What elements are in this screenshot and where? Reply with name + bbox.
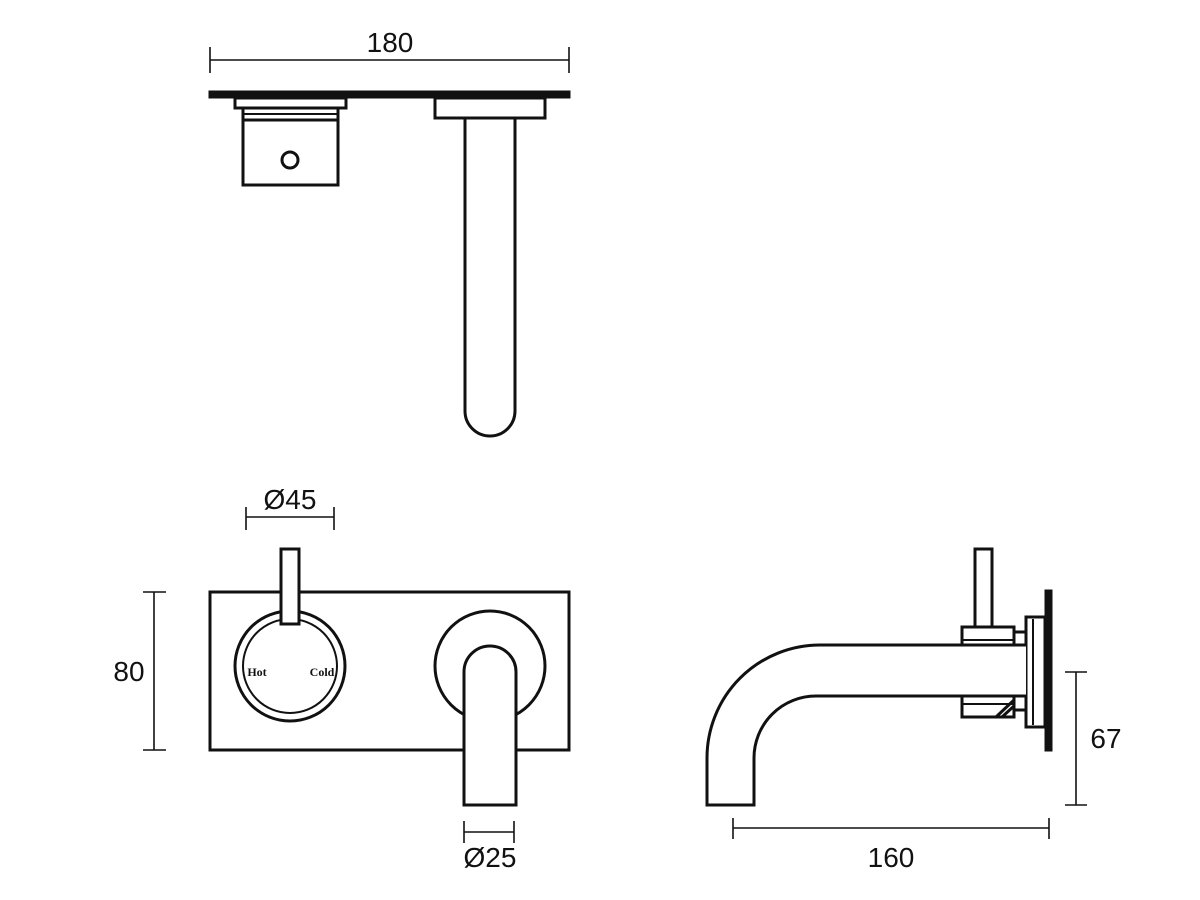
side-height-dimension: 67 [1065,671,1122,806]
side-view: 160 67 [705,547,1122,873]
top-spout [433,96,547,438]
top-mixer-body [233,96,348,187]
side-projection-dimension: 160 [732,818,1050,873]
top-view: 180 [208,27,571,438]
knob-diameter-label: Ø45 [264,484,317,515]
spout-diameter-label: Ø25 [464,842,517,873]
top-width-dimension: 180 [209,27,570,73]
knob-label-cold: Cold [310,665,335,679]
front-view: Ø45 80 Hot Cold [113,484,571,873]
front-mixer-knob: Hot Cold [233,547,347,723]
front-spout [433,609,547,807]
side-height-label: 67 [1090,723,1121,754]
side-mixer-body [960,547,1016,719]
front-wall-plate [208,590,571,752]
side-projection-label: 160 [868,842,915,873]
top-wall-plate [208,90,571,99]
knob-label-hot: Hot [247,665,266,679]
top-mixer-pin-hole [280,150,300,170]
spout-diameter-dimension: Ø25 [463,821,517,873]
front-height-label: 80 [113,656,144,687]
front-height-dimension: 80 [113,591,166,751]
top-width-label: 180 [367,27,414,58]
side-spout [705,643,1026,807]
knob-diameter-dimension: Ø45 [245,484,335,530]
